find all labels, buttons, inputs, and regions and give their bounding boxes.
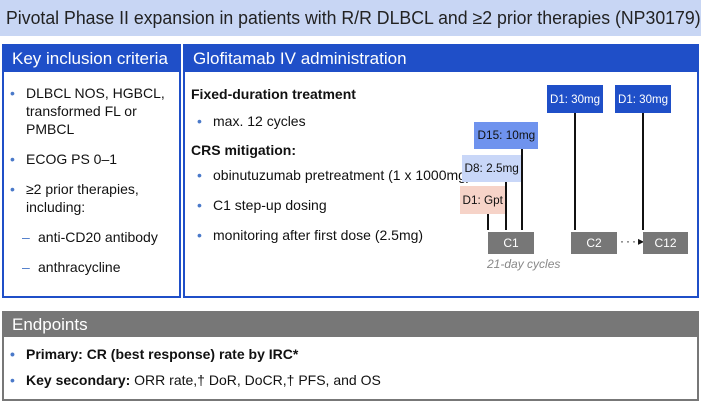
c2-dose-box: D1: 30mg <box>547 85 603 113</box>
endpoints-panel: Endpoints Primary: CR (best response) ra… <box>2 311 699 401</box>
fixed-heading: Fixed-duration treatment <box>191 86 356 102</box>
crs-heading: CRS mitigation: <box>191 142 296 158</box>
slide-title: Pivotal Phase II expansion in patients w… <box>6 8 701 28</box>
c12-dose-box: D1: 30mg <box>615 85 671 113</box>
primary-endpoint: Primary: CR (best response) rate by IRC* <box>4 345 697 363</box>
arrow <box>574 113 576 230</box>
cycle-c2: C2 <box>571 232 617 254</box>
cycle-c1: C1 <box>488 232 534 254</box>
inclusion-header: Key inclusion criteria <box>4 46 179 72</box>
d8-dose-label: D8: 2.5mg <box>464 161 520 175</box>
list-item: obinutuzumab pretreatment (1 x 1000mg) <box>191 166 691 184</box>
slide-title-bar: Pivotal Phase II expansion in patients w… <box>0 0 701 36</box>
secondary-text: ORR rate,† DoR, DoCR,† PFS, and OS <box>130 372 381 388</box>
inclusion-item: anthracycline <box>16 258 179 276</box>
inclusion-panel: Key inclusion criteria DLBCL NOS, HGBCL,… <box>2 44 181 298</box>
administration-panel: Glofitamab IV administration Fixed-durat… <box>183 44 699 298</box>
inclusion-item: ECOG PS 0–1 <box>4 150 179 168</box>
inclusion-item: ≥2 prior therapies, including: <box>4 180 179 216</box>
dotted-arrow: ···▸ <box>620 234 647 248</box>
list-item: max. 12 cycles <box>191 112 691 130</box>
arrow <box>521 149 523 230</box>
arrow <box>642 113 644 230</box>
administration-header: Glofitamab IV administration <box>185 46 697 72</box>
list-item: monitoring after first dose (2.5mg) <box>191 226 691 244</box>
c12-dose-label: D1: 30mg <box>617 92 669 106</box>
c2-dose-label: D1: 30mg <box>549 92 601 106</box>
arrow <box>505 182 507 230</box>
d1-gpt-box: D1: Gpt <box>460 186 506 214</box>
inclusion-list: DLBCL NOS, HGBCL, transformed FL or PMBC… <box>4 84 179 276</box>
inclusion-item: DLBCL NOS, HGBCL, transformed FL or PMBC… <box>4 84 179 138</box>
endpoints-header: Endpoints <box>4 313 697 337</box>
cycle-note: 21-day cycles <box>487 257 561 271</box>
secondary-endpoint: Key secondary: ORR rate,† DoR, DoCR,† PF… <box>4 371 697 389</box>
secondary-label: Key secondary: <box>26 372 131 388</box>
inclusion-item: anti-CD20 antibody <box>16 228 179 246</box>
d15-dose-box: D15: 10mg <box>474 122 538 149</box>
d15-dose-label: D15: 10mg <box>477 128 535 142</box>
cycle-c12: C12 <box>643 232 688 254</box>
d1-gpt-label: D1: Gpt <box>462 193 504 207</box>
list-item: C1 step-up dosing <box>191 196 691 214</box>
arrow <box>487 214 489 230</box>
d8-dose-box: D8: 2.5mg <box>462 155 522 182</box>
